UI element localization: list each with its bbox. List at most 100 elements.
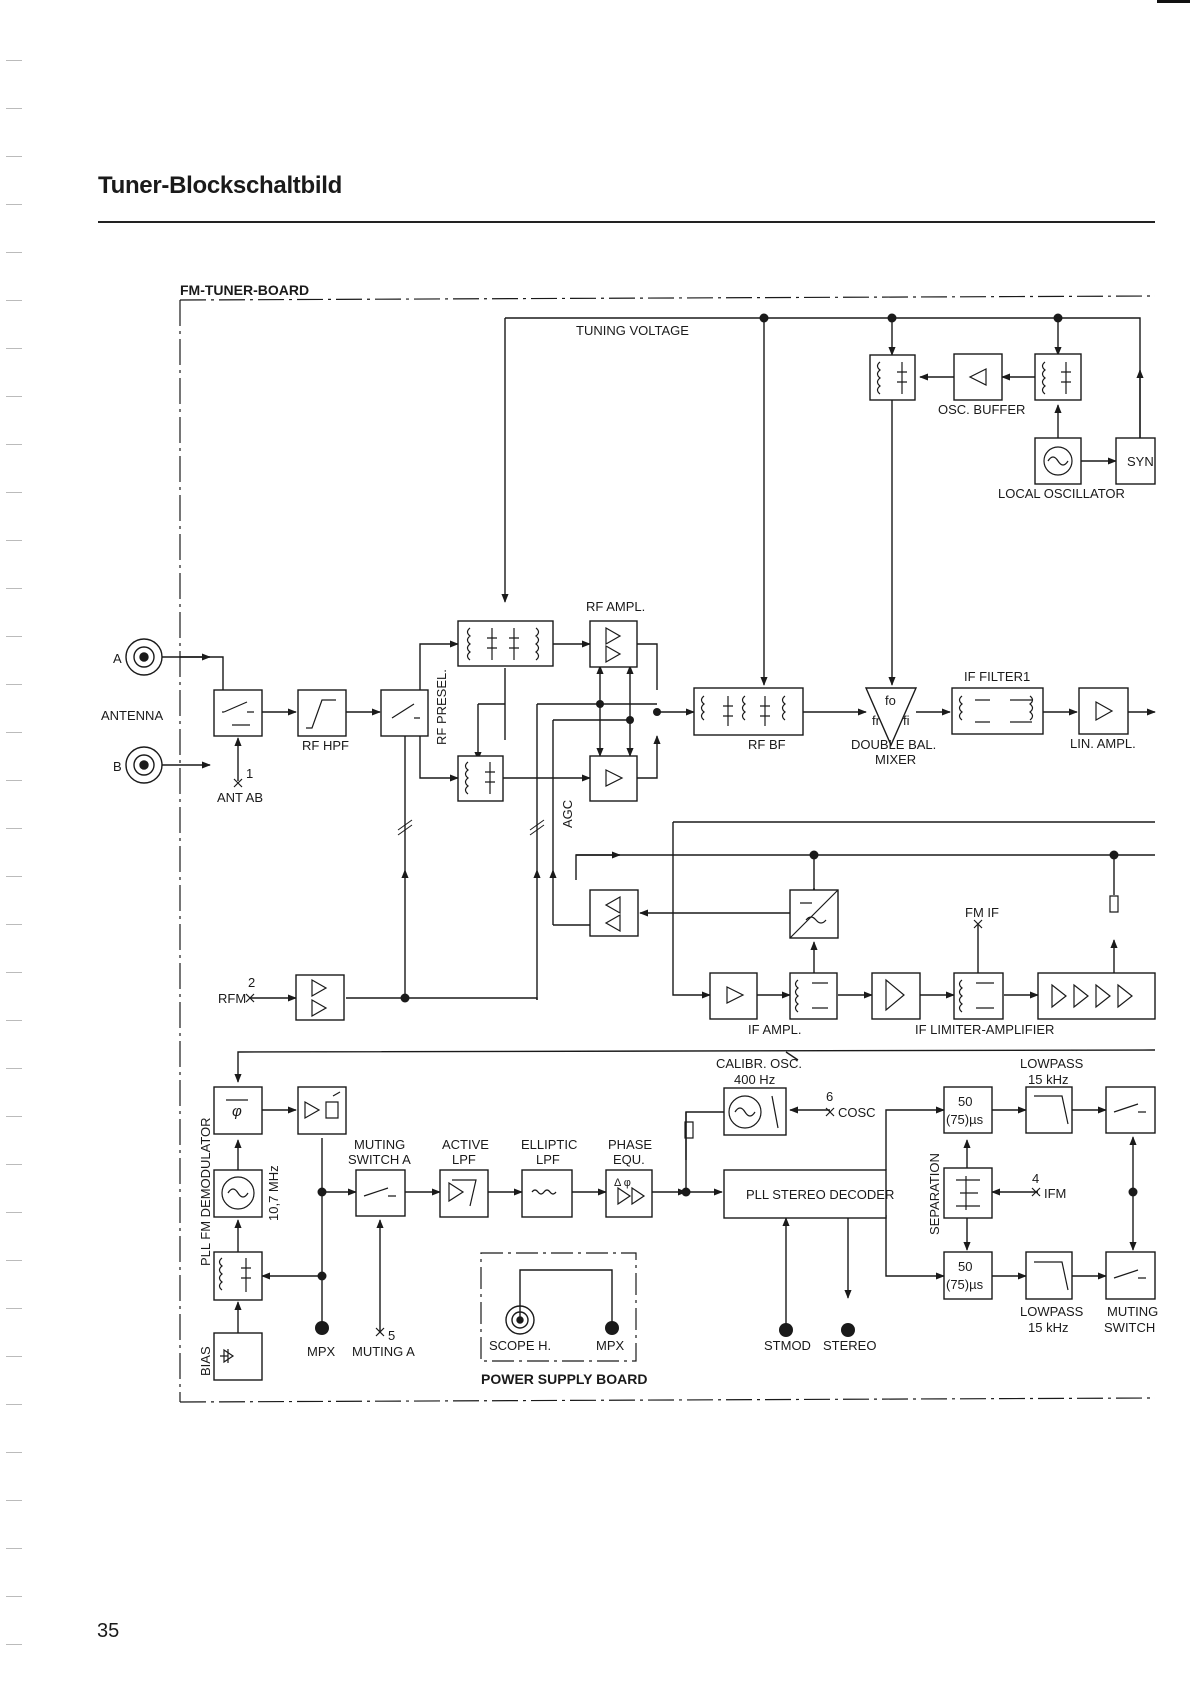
rf-bf-label: RF BF [748, 737, 786, 752]
fm-if-label: FM IF [965, 905, 999, 920]
tp2-label: 2 [248, 975, 255, 990]
muting-switch-a-label-2: SWITCH A [348, 1152, 411, 1167]
mixer-label-2: MIXER [875, 752, 916, 767]
junction-dots [317, 313, 1138, 1281]
elliptic-lpf-label-1: ELLIPTIC [521, 1137, 577, 1152]
elliptic-lpf-label-2: LPF [536, 1152, 560, 1167]
signal-wiring [162, 317, 1156, 1333]
binding-margin-ticks [0, 0, 30, 1683]
deemph-lower-unit: (75)µs [946, 1277, 984, 1292]
varactor-tank-1 [869, 354, 916, 401]
double-bal-mixer-block [864, 687, 918, 747]
muting-switch-lower-block [1105, 1251, 1156, 1300]
ant-ab-label: ANT AB [217, 790, 263, 805]
muting-switch-label-1: MUTING [1107, 1304, 1158, 1319]
margin-tick [6, 1596, 22, 1597]
phi-block [213, 1086, 263, 1135]
margin-tick [6, 1404, 22, 1405]
margin-tick [6, 828, 22, 829]
margin-tick [6, 1116, 22, 1117]
margin-tick [6, 540, 22, 541]
margin-tick [6, 1644, 22, 1645]
antenna-connectors [125, 638, 535, 1335]
lowpass-upper-label-1: LOWPASS [1020, 1056, 1084, 1071]
osc-buffer-block [953, 353, 1003, 401]
varactor-tank-2 [1034, 353, 1082, 401]
mpx-label: MPX [307, 1344, 336, 1359]
rf-bf-block [693, 687, 804, 736]
muting-switch-a-block [355, 1169, 406, 1217]
rf-presel-label: RF PRESEL. [434, 669, 449, 745]
margin-tick [6, 876, 22, 877]
rf-hpf-block [297, 689, 347, 737]
margin-tick [6, 1164, 22, 1165]
diagram-labels: TUNING VOLTAGE OSC. BUFFER LOCAL OSCILLA… [101, 323, 1158, 1376]
lowpass-upper-label-2: 15 kHz [1028, 1072, 1068, 1087]
margin-tick [6, 636, 22, 637]
page-title: Tuner-Blockschaltbild [98, 172, 342, 199]
muting-switch-a-label-1: MUTING [354, 1137, 405, 1152]
fm-tuner-board-label: FM-TUNER-BOARD [180, 282, 309, 298]
rf-hpf-label: RF HPF [302, 738, 349, 753]
margin-tick [6, 348, 22, 349]
active-lpf-label-1: ACTIVE [442, 1137, 489, 1152]
if-limiter-block [1037, 972, 1156, 1020]
mixer-fr-label: fr [872, 713, 881, 728]
if-filter2-block [789, 972, 838, 1020]
elliptic-lpf-block [521, 1169, 573, 1218]
presel-filter-upper [457, 620, 554, 667]
margin-tick [6, 492, 22, 493]
block-symbols [218, 361, 1146, 1364]
deemph-upper-unit: (75)µs [946, 1112, 984, 1127]
active-lpf-block [439, 1169, 489, 1218]
test-point-crosses [233, 778, 1041, 1337]
pll-fm-demod-label: PLL FM DEMODULATOR [198, 1117, 213, 1266]
antenna-switch-block [213, 689, 263, 737]
mpx-ps-label: MPX [596, 1338, 625, 1353]
muting-switch-label-2: SWITCH [1104, 1320, 1155, 1335]
phase-symbol: Δ φ [614, 1177, 631, 1189]
deemph-upper-value: 50 [958, 1094, 972, 1109]
lin-ampl-label: LIN. AMPL. [1070, 736, 1136, 751]
mixer-fi-label: fi [903, 713, 910, 728]
calibr-osc-block [723, 1087, 787, 1136]
margin-tick [6, 1068, 22, 1069]
local-oscillator-label: LOCAL OSCILLATOR [998, 486, 1125, 501]
if-filter1-label: IF FILTER1 [964, 669, 1030, 684]
scope-h-label: SCOPE H. [489, 1338, 551, 1353]
mixer-label-1: DOUBLE BAL. [851, 737, 936, 752]
phi-symbol: φ [232, 1103, 242, 1120]
antenna-a-label: A [113, 651, 122, 666]
stmod-label: STMOD [764, 1338, 811, 1353]
phase-equ-label-2: EQU. [613, 1152, 645, 1167]
antenna-b-label: B [113, 759, 122, 774]
rf-ampl-label: RF AMPL. [586, 599, 645, 614]
margin-tick [6, 252, 22, 253]
presel-filter-lower [457, 755, 504, 802]
syn-label: SYN [1127, 454, 1154, 469]
margin-tick [6, 684, 22, 685]
rfm-ampl-block [295, 974, 345, 1021]
rf-presel-switch-block [380, 689, 429, 737]
agc-label: AGC [560, 800, 575, 828]
fm-tuner-board-outline [179, 295, 1156, 1403]
power-supply-board-label: POWER SUPPLY BOARD [481, 1371, 647, 1387]
rf-ampl-upper [589, 620, 638, 668]
mixer-fo-label: fo [885, 693, 896, 708]
pll-stereo-decoder-label: PLL STEREO DECODER [746, 1187, 894, 1202]
margin-tick [6, 1212, 22, 1213]
bias-label: BIAS [198, 1346, 213, 1376]
separation-label: SEPARATION [927, 1153, 942, 1235]
if-limiter-label: IF LIMITER-AMPLIFIER [915, 1022, 1054, 1037]
margin-tick [6, 1548, 22, 1549]
rf-ampl-lower [589, 755, 638, 802]
if-filter1-block [951, 687, 1044, 735]
deemph-lower-value: 50 [958, 1259, 972, 1274]
stereo-label: STEREO [823, 1338, 876, 1353]
tp1-label: 1 [246, 766, 253, 781]
tp6-label: 6 [826, 1089, 833, 1104]
margin-tick [6, 732, 22, 733]
lowpass-upper-block [1025, 1086, 1073, 1134]
lowpass-lower-label-1: LOWPASS [1020, 1304, 1084, 1319]
